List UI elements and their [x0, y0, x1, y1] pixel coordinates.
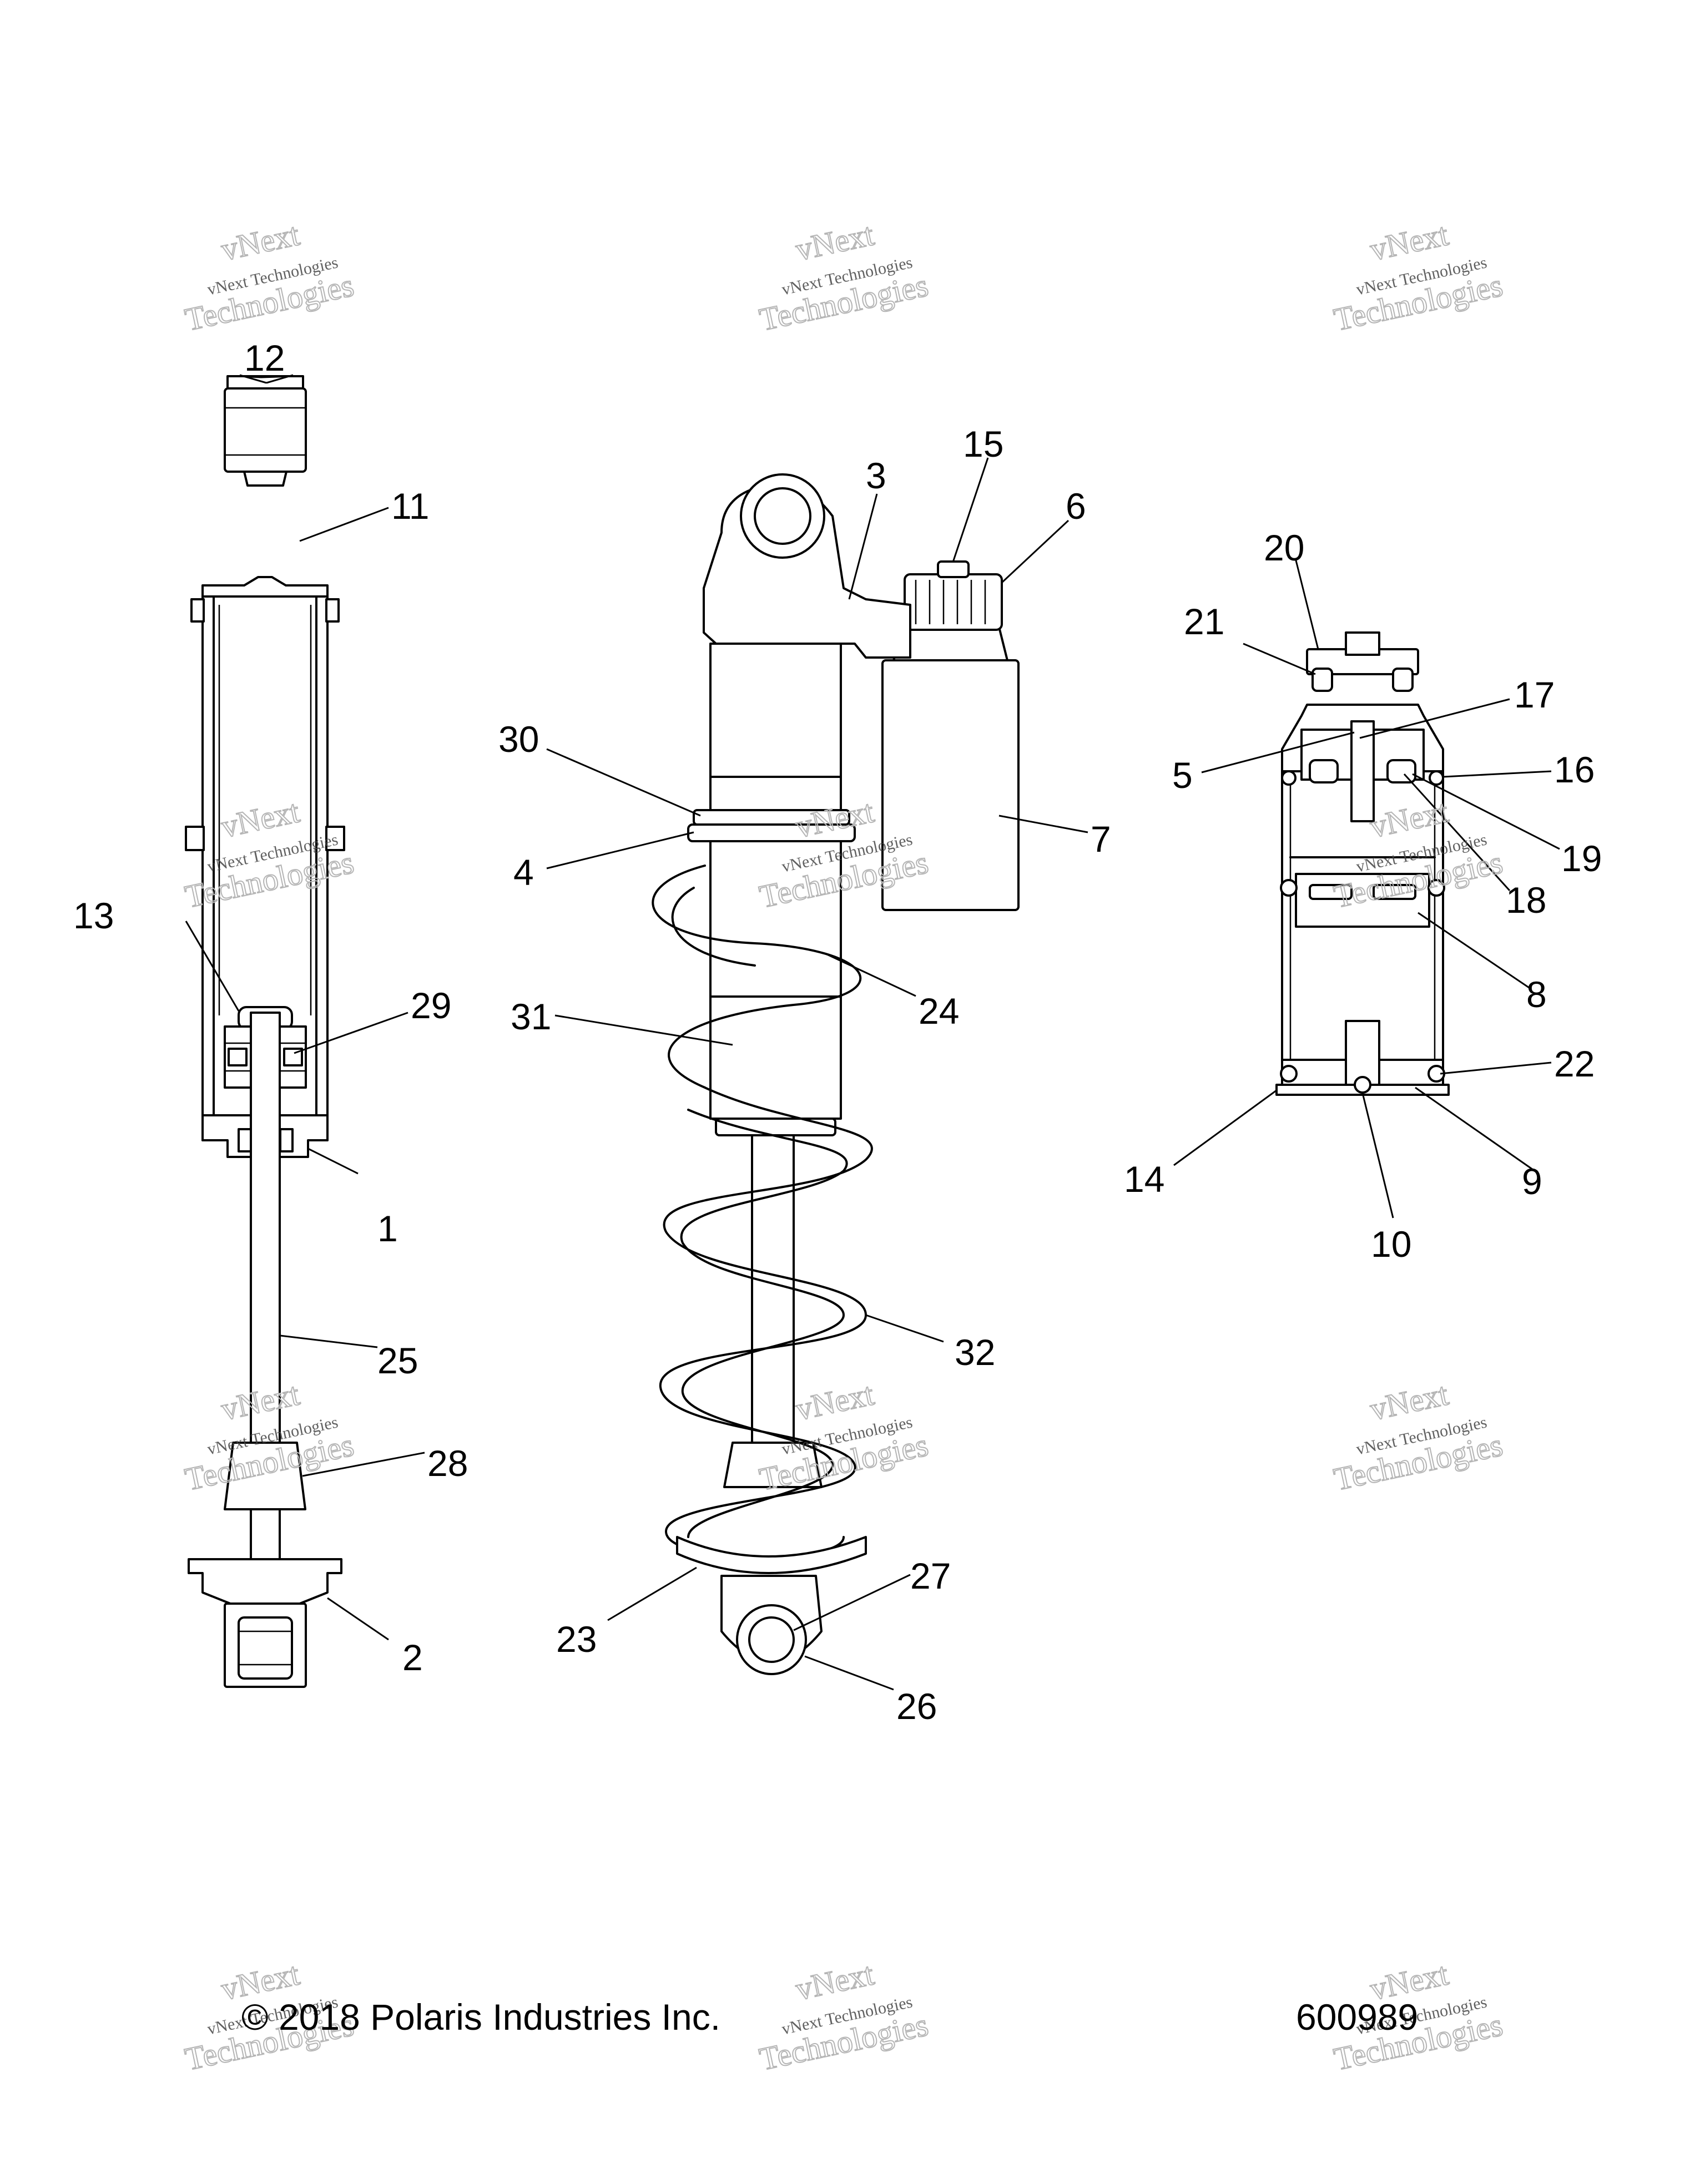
callout-24: 24 — [919, 990, 959, 1032]
footer: © 2018 Polaris Industries Inc. 600989 — [241, 1996, 1418, 2038]
part-8-floating-piston — [1295, 873, 1430, 928]
callout-4: 4 — [513, 852, 534, 893]
left-shock-section — [185, 375, 345, 1688]
part-27-sleeve — [748, 1616, 795, 1663]
callout-6: 6 — [1066, 486, 1086, 527]
callout-29: 29 — [411, 985, 451, 1026]
part-23-spring-seat — [676, 1536, 867, 1574]
part-11-eyelet — [224, 387, 307, 473]
watermark: vNext vNext Technologies Technologies — [1330, 215, 1506, 338]
callout-13: 13 — [73, 895, 114, 936]
svg-text:vNext: vNext — [793, 216, 877, 267]
part-15-valve — [937, 560, 970, 578]
cap-knurl — [915, 580, 986, 624]
callout-20: 20 — [1264, 527, 1304, 568]
part-31-sleeve — [709, 995, 842, 1120]
callout-21: 21 — [1184, 601, 1224, 642]
part-24-body — [709, 840, 842, 998]
callout-3: 3 — [866, 455, 886, 496]
part-6-reservoir-cap — [904, 573, 1003, 631]
callout-22: 22 — [1554, 1043, 1595, 1084]
part-5-stem — [1350, 720, 1375, 822]
callout-7: 7 — [1091, 818, 1111, 860]
part-18-oring — [1309, 759, 1339, 783]
callout-15: 15 — [963, 423, 1003, 464]
callout-25: 25 — [377, 1340, 418, 1381]
watermark: vNext vNext Technologies Technologies — [181, 1375, 357, 1498]
callout-30: 30 — [498, 719, 539, 760]
watermark: vNext vNext Technologies Technologies — [756, 1955, 932, 2077]
part-22-oring — [1280, 1065, 1298, 1083]
callout-labels: 12 11 13 29 1 25 28 2 3 15 6 30 4 7 24 3… — [73, 337, 1602, 1727]
svg-text:vNext: vNext — [218, 1376, 302, 1427]
part-25-shaft — [250, 1012, 281, 1619]
callout-26: 26 — [896, 1686, 937, 1727]
svg-text:vNext: vNext — [1367, 1376, 1451, 1427]
callout-11: 11 — [391, 486, 430, 527]
svg-text:vNext: vNext — [1367, 216, 1451, 267]
top-eyelet-inner — [754, 487, 811, 545]
callout-5: 5 — [1172, 755, 1193, 796]
callout-16: 16 — [1554, 749, 1595, 790]
copyright-text: © 2018 Polaris Industries Inc. — [241, 1996, 720, 2038]
watermark: vNext vNext Technologies Technologies — [756, 215, 932, 338]
callout-18: 18 — [1506, 879, 1546, 921]
callout-17: 17 — [1514, 674, 1555, 715]
part-32-spring — [652, 865, 873, 1559]
upper-body-tube — [709, 643, 842, 778]
callout-19: 19 — [1561, 838, 1602, 879]
svg-text:vNext: vNext — [793, 1955, 877, 2007]
svg-text:vNext: vNext — [793, 1376, 877, 1427]
svg-text:vNext: vNext — [218, 216, 302, 267]
callout-31: 31 — [511, 996, 551, 1037]
part-19-oring — [1386, 759, 1416, 783]
watermark: vNext vNext Technologies Technologies — [1330, 1375, 1506, 1498]
callout-10: 10 — [1371, 1224, 1411, 1265]
callout-32: 32 — [955, 1332, 995, 1373]
callout-8: 8 — [1526, 974, 1547, 1015]
callout-12: 12 — [244, 337, 285, 378]
callout-14: 14 — [1124, 1159, 1164, 1200]
center-shock-assembly — [652, 473, 1020, 1675]
watermarks: vNext vNext Technologies Technologies vN… — [181, 215, 1506, 2077]
leader-lines — [185, 374, 1560, 1691]
diagram-number: 600989 — [1296, 1996, 1418, 2038]
callout-9: 9 — [1522, 1161, 1542, 1202]
callout-27: 27 — [910, 1555, 951, 1596]
part-20-valve-core — [1345, 631, 1380, 656]
part-16-ring — [1281, 770, 1297, 786]
callout-1: 1 — [377, 1208, 398, 1249]
callout-2: 2 — [402, 1637, 423, 1678]
watermark: vNext vNext Technologies Technologies — [181, 215, 357, 338]
callout-23: 23 — [556, 1619, 597, 1660]
part-28-bumper — [224, 1442, 306, 1510]
callout-28: 28 — [427, 1443, 468, 1484]
part-2-spring-seat — [188, 1558, 342, 1605]
